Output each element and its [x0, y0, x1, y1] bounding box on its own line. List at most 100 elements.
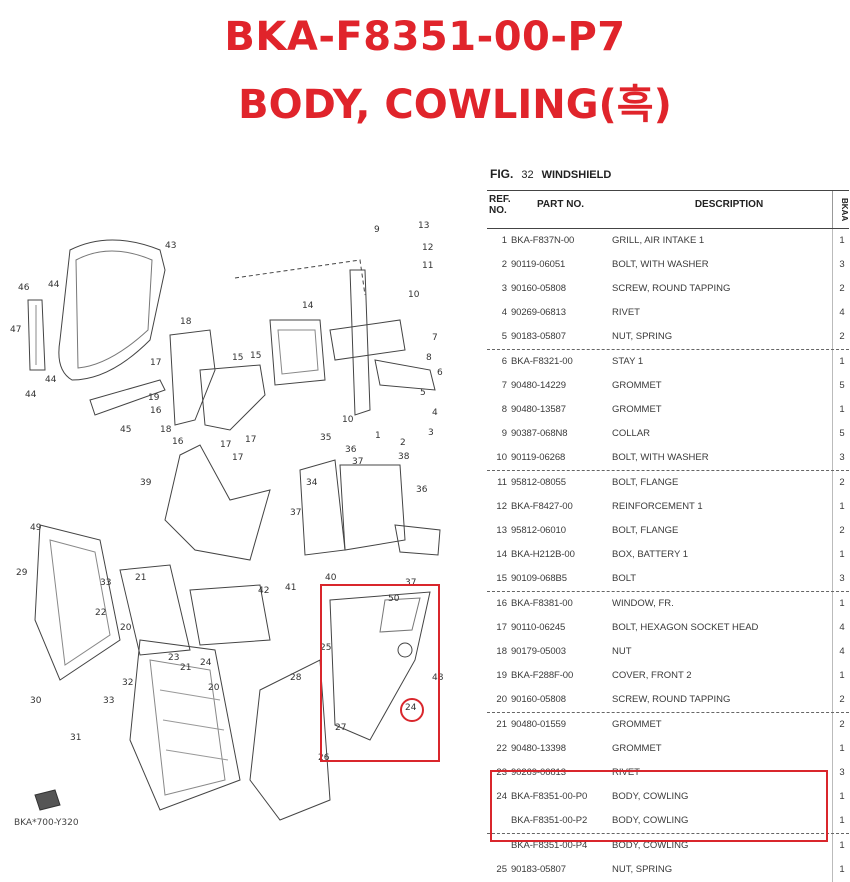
callout-number: 25: [320, 643, 331, 653]
ref-cell: 5: [501, 331, 507, 342]
header-description: DESCRIPTION: [694, 199, 764, 210]
callout-number: 42: [258, 586, 269, 596]
callout-number: 17: [232, 453, 243, 463]
ref-cell: 12: [496, 501, 507, 512]
qty-cell: 1: [839, 791, 845, 802]
callout-number: 39: [140, 478, 152, 488]
qty-cell: 5: [839, 428, 845, 439]
qty-cell: 1: [839, 598, 845, 609]
description-cell: BOX, BATTERY 1: [612, 549, 689, 560]
callout-24-highlight-circle: [400, 698, 424, 722]
qty-cell: 2: [839, 283, 845, 294]
part-no-cell: 90160-05808: [511, 283, 566, 294]
part-no-cell: 90160-05808: [511, 694, 566, 705]
qty-column-divider: [832, 640, 833, 664]
callout-number: 35: [320, 433, 331, 443]
parts-table-header: REF. NO. PART NO. DESCRIPTION BKAA: [487, 190, 849, 229]
description-cell: WINDOW, FR.: [612, 598, 674, 609]
callout-number: 23: [168, 653, 179, 663]
callout-number: 18: [180, 317, 192, 327]
part-no-cell: 90119-06268: [511, 452, 566, 463]
ref-cell: 7: [501, 380, 507, 391]
description-cell: GROMMET: [612, 743, 662, 754]
header-ref-no: REF. NO.: [489, 194, 511, 216]
callout-number: 17: [245, 435, 256, 445]
qty-cell: 3: [839, 452, 845, 463]
qty-column-divider: [832, 325, 833, 349]
description-cell: GROMMET: [612, 380, 662, 391]
ref-cell: 19: [496, 670, 507, 681]
ref-cell: 14: [496, 549, 507, 560]
qty-column-divider: [832, 858, 833, 882]
part-no-cell: 90183-05807: [511, 331, 566, 342]
qty-cell: 4: [839, 622, 845, 633]
callout-number: 17: [220, 440, 231, 450]
part-no-cell: 90480-13398: [511, 743, 566, 754]
callout-number: 14: [302, 301, 314, 311]
ref-cell: 8: [501, 404, 507, 415]
callout-number: 37: [290, 508, 301, 518]
callout-number: 15: [232, 353, 243, 363]
callout-number: 30: [30, 696, 42, 706]
description-cell: GROMMET: [612, 719, 662, 730]
description-cell: BOLT, WITH WASHER: [612, 452, 709, 463]
callout-number: 24: [405, 703, 417, 713]
qty-cell: 4: [839, 646, 845, 657]
description-cell: RIVET: [612, 307, 640, 318]
callout-number: 32: [122, 678, 133, 688]
ref-cell: 20: [496, 694, 507, 705]
ref-cell: 21: [496, 719, 507, 730]
callout-number: 36: [345, 445, 357, 455]
callout-number: 41: [285, 583, 296, 593]
callout-number: 36: [416, 485, 428, 495]
ref-cell: 23: [496, 767, 507, 778]
description-cell: BODY, COWLING: [612, 815, 689, 826]
qty-cell: 2: [839, 477, 845, 488]
ref-cell: 6: [501, 356, 507, 367]
ref-cell: 24: [496, 791, 507, 802]
qty-cell: 3: [839, 259, 845, 270]
qty-cell: 2: [839, 331, 845, 342]
callout-number: 8: [426, 353, 432, 363]
callout-number: 13: [418, 221, 429, 231]
description-cell: GROMMET: [612, 404, 662, 415]
qty-cell: 5: [839, 380, 845, 391]
qty-cell: 1: [839, 404, 845, 415]
qty-column-divider: [832, 471, 833, 495]
callout-number: 15: [250, 351, 261, 361]
ref-cell: 18: [496, 646, 507, 657]
ref-cell: 4: [501, 307, 507, 318]
part-no-cell: BKA-F8351-00-P2: [511, 815, 588, 826]
part-no-cell: 90110-06245: [511, 622, 566, 633]
header-qty-model: BKAA: [832, 191, 849, 228]
callout-number: 47: [10, 325, 21, 335]
qty-cell: 1: [839, 670, 845, 681]
qty-column-divider: [832, 592, 833, 616]
description-cell: SCREW, ROUND TAPPING: [612, 283, 731, 294]
qty-column-divider: [832, 277, 833, 301]
part-no-cell: 90387-068N8: [511, 428, 568, 439]
part-no-cell: BKA-F8321-00: [511, 356, 573, 367]
callout-number: 16: [172, 437, 184, 447]
description-cell: BOLT, FLANGE: [612, 477, 679, 488]
callout-number: 24: [200, 658, 212, 668]
part-no-cell: 90480-01559: [511, 719, 566, 730]
part-no-cell: 95812-08055: [511, 477, 566, 488]
qty-column-divider: [832, 785, 833, 809]
